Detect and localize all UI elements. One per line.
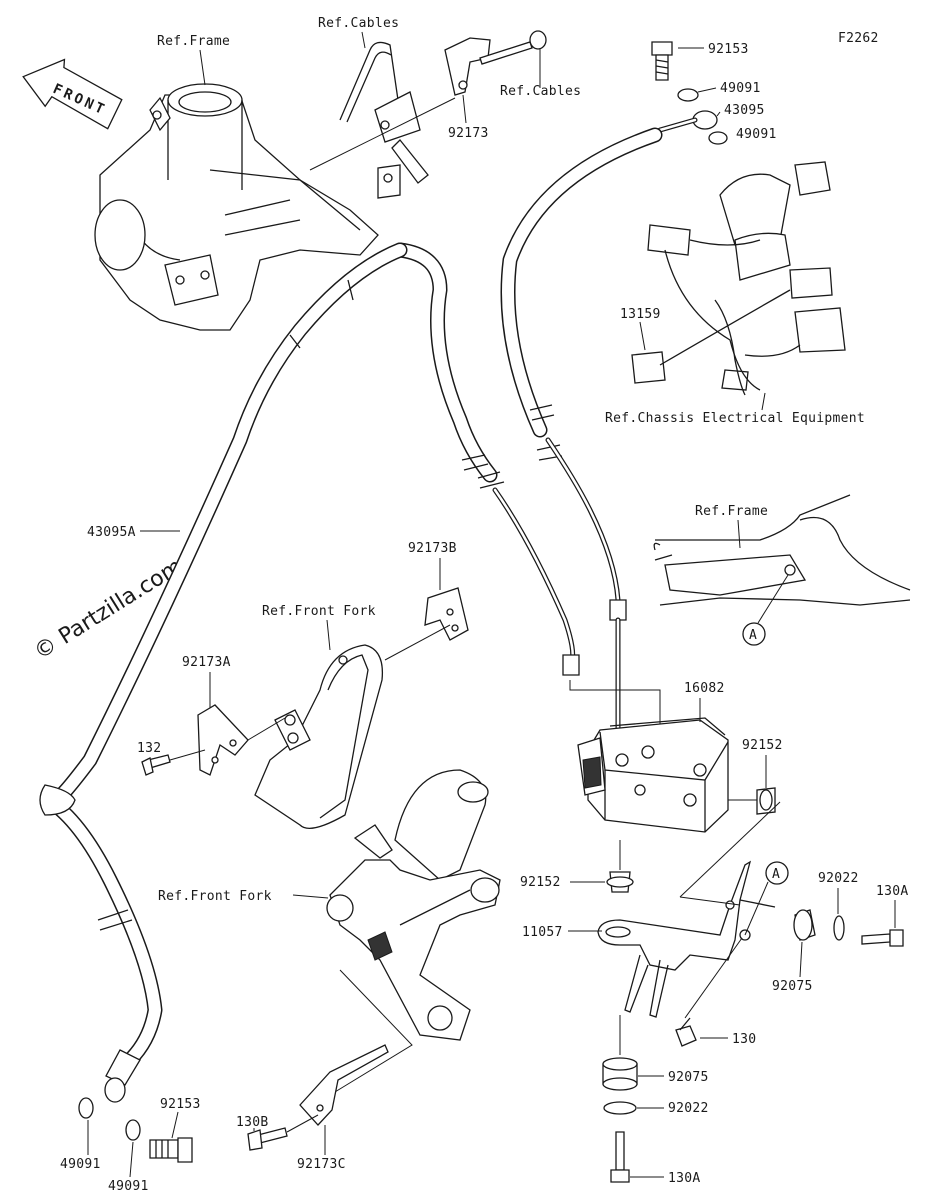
- label-92075-a: 92075: [772, 979, 813, 994]
- label-43095A: 43095A: [87, 525, 136, 540]
- bolt-130B: [247, 1127, 288, 1151]
- label-16082: 16082: [684, 681, 725, 696]
- label-ref-frame-top: Ref.Frame: [157, 34, 230, 49]
- label-11057: 11057: [522, 925, 563, 940]
- label-49091-b: 49091: [736, 127, 777, 142]
- label-130A-a: 130A: [876, 884, 909, 899]
- grommet-92152-b: [606, 840, 634, 893]
- brake-hose-43095: [500, 117, 698, 733]
- label-ref-frame-mid: Ref.Frame: [695, 504, 768, 519]
- washer-92022-b: [603, 1101, 637, 1115]
- label-ref-front-fork-1: Ref.Front Fork: [262, 604, 376, 619]
- abs-unit-16082: [577, 717, 729, 833]
- label-circle-a-bottom: A: [772, 867, 780, 882]
- label-13159: 13159: [620, 307, 661, 322]
- grommet-92075-b: [602, 1057, 638, 1091]
- washer-92022-a: [833, 915, 845, 941]
- label-92152-a: 92152: [742, 738, 783, 753]
- frame-head-illustration: [94, 83, 401, 331]
- washer-49091-b: [708, 131, 728, 145]
- bolt-132: [141, 754, 171, 776]
- fork-guard-illustration: [254, 644, 384, 829]
- label-130A-b: 130A: [668, 1171, 701, 1186]
- mount-bracket-11057: [597, 860, 776, 1018]
- bolt-130: [675, 1017, 697, 1047]
- label-ref-front-fork-2: Ref.Front Fork: [158, 889, 272, 904]
- bolt-130A-a: [861, 929, 904, 947]
- label-49091-a: 49091: [720, 81, 761, 96]
- label-92153-bottom: 92153: [160, 1097, 201, 1112]
- label-132: 132: [137, 741, 161, 756]
- wiring-harness-illustration: [631, 161, 846, 396]
- label-92022-a: 92022: [818, 871, 859, 886]
- washer-49091-d: [125, 1119, 141, 1141]
- label-92173C: 92173C: [297, 1157, 346, 1172]
- figure-code: F2262: [838, 31, 879, 46]
- brake-hose-43095A: [39, 242, 661, 1103]
- label-43095: 43095: [724, 103, 765, 118]
- bracket-92173C: [299, 1044, 389, 1126]
- label-92173B: 92173B: [408, 541, 457, 556]
- frame-bracket-illustration: [653, 494, 911, 606]
- front-arrow-icon: FRONT: [22, 58, 123, 130]
- label-130B: 130B: [236, 1115, 269, 1130]
- label-92022-b: 92022: [668, 1101, 709, 1116]
- label-49091-c: 49091: [60, 1157, 101, 1172]
- cable-guide-illustration: [339, 37, 491, 184]
- banjo-bolt-92153-top: [651, 41, 673, 81]
- bracket-92173A: [197, 704, 249, 776]
- grommet-92152-a: [756, 787, 776, 815]
- label-ref-cables-1: Ref.Cables: [318, 16, 399, 31]
- grommet-92075-a: [793, 909, 816, 941]
- bolt-92173: [479, 30, 547, 65]
- label-92153-top: 92153: [708, 42, 749, 57]
- banjo-bolt-92153-bottom: [149, 1137, 193, 1163]
- label-92173: 92173: [448, 126, 489, 141]
- label-ref-chassis: Ref.Chassis Electrical Equipment: [605, 411, 865, 426]
- label-circle-a-top: A: [749, 628, 757, 643]
- bracket-92173B: [424, 587, 469, 641]
- label-ref-cables-2: Ref.Cables: [500, 84, 581, 99]
- label-92075-b: 92075: [668, 1070, 709, 1085]
- label-130: 130: [732, 1032, 756, 1047]
- label-92173A: 92173A: [182, 655, 231, 670]
- fork-lower-illustration: [326, 769, 501, 1041]
- washer-49091-a: [677, 88, 699, 102]
- bolt-130A-b: [610, 1131, 630, 1183]
- washer-49091-c: [78, 1097, 94, 1119]
- label-92152-b: 92152: [520, 875, 561, 890]
- label-49091-d: 49091: [108, 1179, 149, 1194]
